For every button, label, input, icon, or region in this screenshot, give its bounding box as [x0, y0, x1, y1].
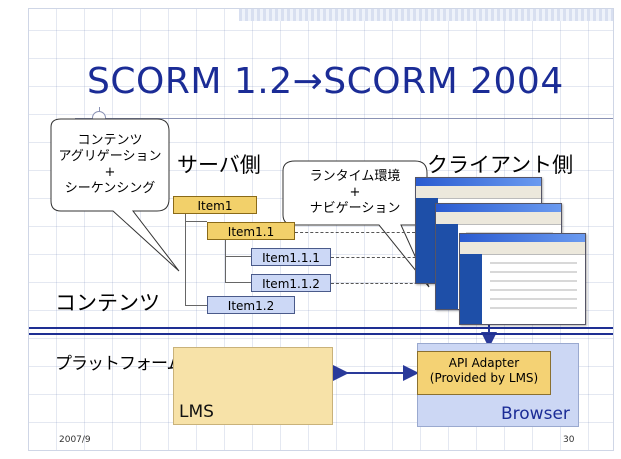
lms-box — [173, 347, 333, 425]
dashed-link-item1-1-2 — [331, 283, 457, 284]
separator-line-bottom — [29, 333, 613, 335]
dashed-link-item1-1-1 — [331, 257, 431, 258]
footer-page-number: 30 — [563, 435, 575, 445]
footer-date: 2007/9 — [59, 435, 91, 445]
tree-line-root — [185, 214, 186, 306]
slide-title: SCORM 1.2→SCORM 2004 — [87, 61, 564, 102]
top-decoration-band — [239, 9, 613, 21]
browser-screenshot-3 — [459, 233, 586, 325]
right-callout-text: ランタイム環境 + ナビゲーション — [309, 169, 401, 216]
tree-item-item1-2: Item1.2 — [207, 296, 295, 314]
slide: SCORM 1.2→SCORM 2004 サーバ側 クライアント側 コンテンツ … — [28, 8, 614, 451]
api-adapter-box: API Adapter (Provided by LMS) — [417, 351, 551, 395]
lms-label: LMS — [179, 402, 214, 422]
api-adapter-title: API Adapter — [448, 356, 520, 370]
tree-line-item-1-1 — [185, 221, 207, 222]
server-side-heading: サーバ側 — [177, 153, 261, 177]
left-callout-text: コンテンツ アグリゲーション + シーケンシング — [58, 133, 162, 196]
tree-line-item-1-2 — [185, 305, 207, 306]
tree-line-item-1-1-2 — [225, 282, 251, 283]
tree-item-item1: Item1 — [173, 196, 257, 214]
tree-line-item-1-1-1 — [225, 256, 251, 257]
tree-line-sub — [225, 239, 226, 283]
tree-item-item1-1-1: Item1.1.1 — [251, 248, 331, 266]
platform-label: プラットフォーム — [55, 354, 183, 374]
client-side-heading: クライアント側 — [427, 153, 574, 177]
browser-label: Browser — [501, 404, 570, 424]
tree-item-item1-1-2: Item1.1.2 — [251, 274, 331, 292]
title-underline — [75, 118, 613, 119]
dashed-link-item1-1 — [295, 232, 415, 233]
api-adapter-subtitle: (Provided by LMS) — [429, 371, 539, 385]
separator-line-top — [29, 327, 613, 329]
left-callout-bubble — [50, 118, 180, 272]
contents-label: コンテンツ — [55, 291, 160, 315]
tree-item-item1-1: Item1.1 — [207, 222, 295, 240]
